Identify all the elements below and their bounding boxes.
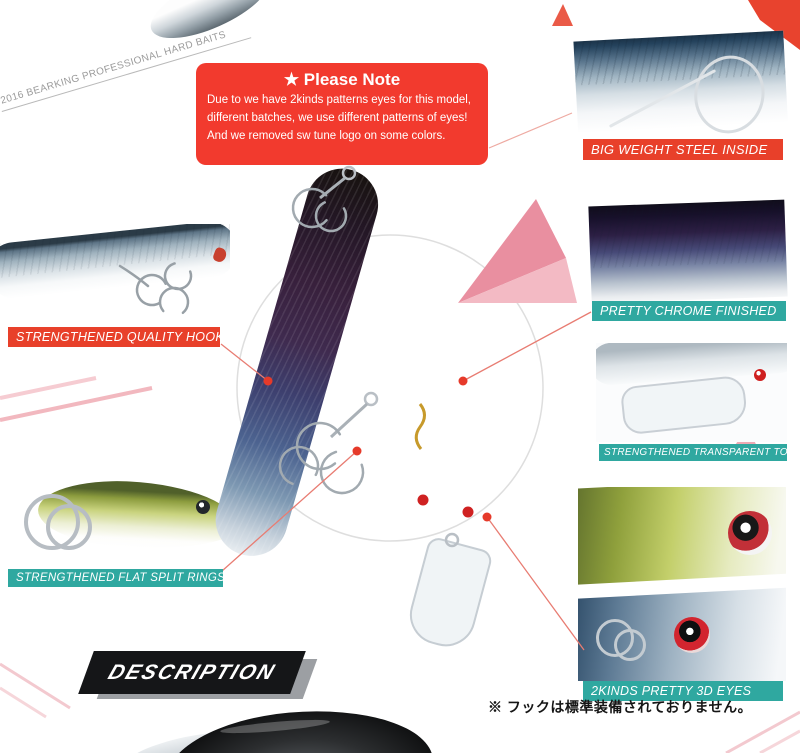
feature-label-rings: STRENGTHENED FLAT SPLIT RINGS <box>8 569 225 587</box>
deco-pink-line <box>0 376 97 400</box>
photo-3d-eyes <box>578 487 786 681</box>
callout-dot <box>458 376 468 386</box>
footnote-japanese: ※ フックは標準装備されておりません。 <box>488 699 753 715</box>
deco-pink-line <box>0 386 153 422</box>
note-line-3: And we removed sw tune logo on some colo… <box>207 130 446 143</box>
note-title: ★ Please Note <box>283 70 401 89</box>
feature-label-tongue: STRENGTHENED TRANSPARENT TONGUE <box>599 444 800 461</box>
callout-line-eyes <box>486 516 585 651</box>
main-lure-photo <box>207 160 387 565</box>
gold-logo-mark <box>414 403 426 450</box>
feature-label-hooks: STRENGTHENED QUALITY HOOKS <box>8 327 232 347</box>
please-note-box: ★ Please Note Due to we have 2kinds patt… <box>196 63 488 165</box>
deco-pink-line <box>725 710 800 753</box>
lure-red-eye <box>462 506 474 518</box>
scale-texture <box>588 199 788 269</box>
description-banner-text: DESCRIPTION <box>105 660 280 684</box>
lure-red-eye <box>417 494 429 506</box>
photo-quality-hooks <box>0 224 230 323</box>
deco-triangle-top <box>552 4 573 26</box>
note-line-2: different batches, we use different patt… <box>207 112 468 125</box>
feature-label-chrome: PRETTY CHROME FINISHED <box>592 301 786 321</box>
red-eye-dot <box>754 369 766 381</box>
photo-chrome-finish <box>588 199 788 304</box>
callout-dot <box>352 446 362 456</box>
treble-hooks <box>118 261 193 318</box>
photo-transparent-tongue <box>596 343 787 442</box>
note-line-1: Due to we have 2kinds patterns eyes for … <box>207 94 472 106</box>
deco-arrow-dark <box>458 199 566 303</box>
brand-tagline-text: 2016 BEARKING PROFESSIONAL HARD BAITS <box>0 29 228 107</box>
deco-pink-line <box>759 729 800 753</box>
main-lure-lip <box>403 535 494 653</box>
split-ring <box>614 629 646 661</box>
3d-eye-bottom <box>674 617 710 653</box>
deco-arrow-light <box>458 258 577 303</box>
deco-pink-line <box>0 686 47 719</box>
photo-split-rings <box>4 466 232 568</box>
feature-label-big-weight: BIG WEIGHT STEEL INSIDE <box>583 139 783 160</box>
photo-big-weight <box>573 30 789 146</box>
callout-line-note <box>488 112 573 149</box>
transparent-lip <box>619 374 749 436</box>
deco-pink-line <box>0 662 71 710</box>
lure-eye <box>196 500 210 514</box>
3d-eye-top <box>728 511 772 555</box>
split-ring <box>46 504 92 550</box>
description-banner: DESCRIPTION <box>78 651 306 694</box>
feature-label-eyes: 2KINDS PRETTY 3D EYES <box>583 681 783 701</box>
callout-line-chrome <box>462 311 592 382</box>
callout-dot <box>482 512 492 522</box>
